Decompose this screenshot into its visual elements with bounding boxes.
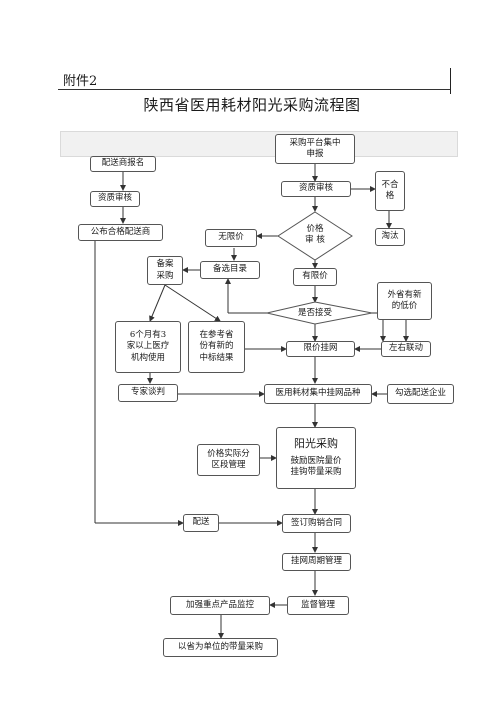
linkage-node: 左右联动 xyxy=(381,341,431,357)
provincial-volume-node: 以省为单位的带量采购 xyxy=(163,638,278,657)
platform-report-node: 采购平台集中 申报 xyxy=(275,134,355,164)
sunshine-subtitle: 鼓励医院量价 挂钩带量采购 xyxy=(290,455,342,478)
publish-suppliers-node: 公布合格配送商 xyxy=(78,224,163,241)
corner-mark xyxy=(450,68,451,94)
supervision-node: 监督管理 xyxy=(287,596,349,615)
supplier-signup-node: 配送商报名 xyxy=(90,156,156,172)
price-listing-node: 限价挂网 xyxy=(286,341,355,357)
price-review-diamond xyxy=(277,211,353,261)
delivery-node: 配送 xyxy=(183,514,219,532)
header-rule xyxy=(58,89,450,90)
price-interval-node: 价格实际分 区段管理 xyxy=(197,444,260,476)
sunshine-procurement-node: 阳光采购 鼓励医院量价 挂钩带量采购 xyxy=(276,427,356,489)
header-band xyxy=(60,131,458,157)
left-qualification-node: 资质审核 xyxy=(90,191,140,207)
page-title: 陕西省医用耗材阳光采购流程图 xyxy=(143,96,361,114)
expert-negotiation-node: 专家谈判 xyxy=(118,384,178,402)
listing-cycle-node: 挂网周期管理 xyxy=(282,553,351,571)
price-review-label: 价格 审 核 xyxy=(305,224,325,246)
accept-decision-diamond xyxy=(266,301,373,325)
qualification-review-node: 资质审核 xyxy=(281,181,351,197)
no-price-limit-node: 无限价 xyxy=(205,229,257,247)
centralized-listing-node: 医用耗材集中挂网品种 xyxy=(264,384,372,404)
reference-province-node: 在参考省 份有新的 中标结果 xyxy=(188,321,245,373)
backup-catalog-node: 备选目录 xyxy=(200,261,260,279)
accept-decision-label: 是否接受 xyxy=(297,308,332,318)
eliminate-node: 淘汰 xyxy=(375,228,405,246)
six-months-usage-node: 6个月有3 家以上医疗 机构使用 xyxy=(115,321,181,373)
sunshine-title: 阳光采购 xyxy=(294,437,338,451)
sign-contract-node: 签订购销合同 xyxy=(282,514,351,533)
other-province-price-node: 外省有新 的低价 xyxy=(377,282,432,320)
has-price-limit-node: 有限价 xyxy=(293,268,337,286)
attachment-label: 附件2 xyxy=(63,74,98,89)
unqualified-node: 不合 格 xyxy=(375,171,405,211)
select-supplier-node: 勾选配送企业 xyxy=(387,384,454,404)
record-purchase-node: 备案 采购 xyxy=(147,256,183,285)
key-product-monitor-node: 加强重点产品监控 xyxy=(170,596,270,615)
